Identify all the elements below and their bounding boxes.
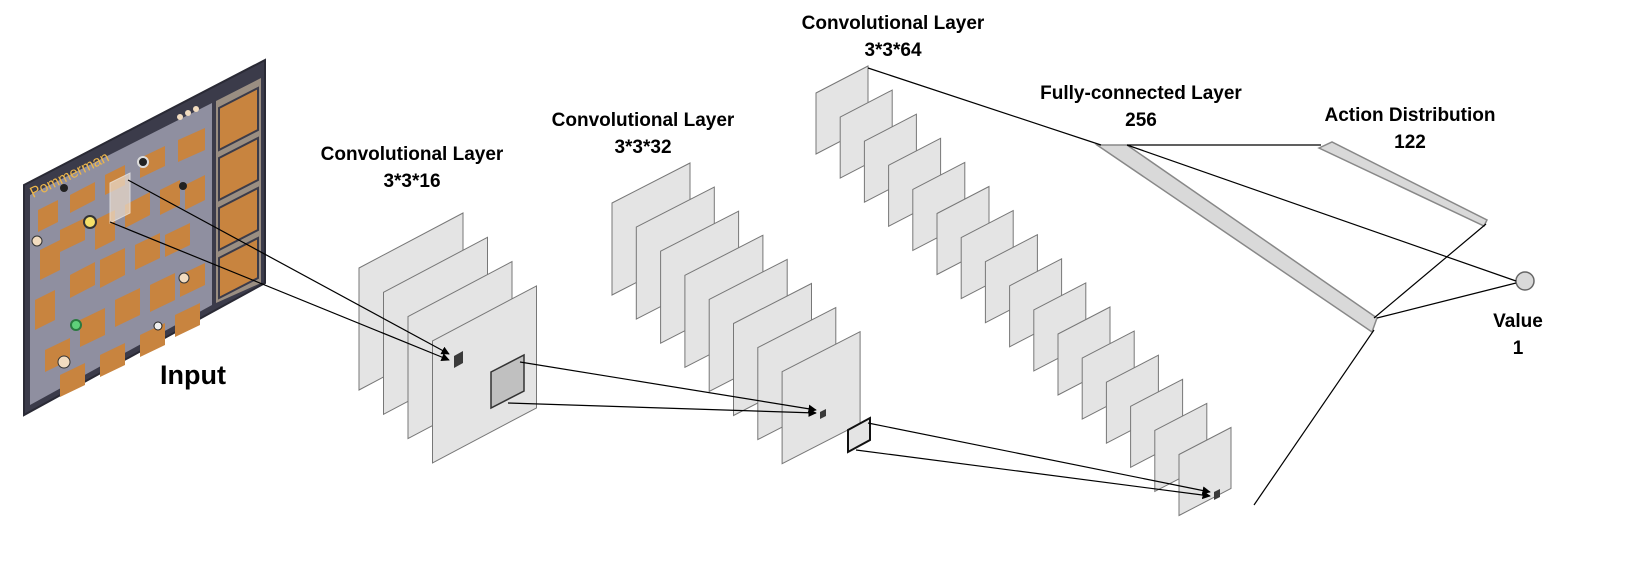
input-highlight-region [109,172,131,224]
board-wood-blocks [35,128,205,397]
input-game-board: Pommerman [23,58,266,417]
conv-layer-2-feature-maps [611,162,861,465]
layer2-kernel-window [847,416,871,454]
layer3-size: 3*3*64 [864,40,921,61]
board-pieces [31,106,199,369]
value-size: 1 [1513,338,1524,359]
conv-layer-1-feature-maps [358,212,537,464]
action-size: 122 [1394,132,1426,153]
layer1-unit [454,351,463,368]
fc-title: Fully-connected Layer [1040,83,1242,104]
layer1-kernel-window [490,353,525,410]
layer1-title: Convolutional Layer [321,144,504,165]
connection-lines [109,67,1517,506]
fc-size: 256 [1125,110,1157,131]
action-distribution-bar [1317,141,1489,227]
layer2-title: Convolutional Layer [552,110,735,131]
conv-layer-3-feature-maps [815,65,1232,517]
action-title: Action Distribution [1325,105,1496,126]
layer2-unit [820,409,826,419]
input-label: Input [160,360,226,390]
layer1-size: 3*3*16 [383,171,440,192]
fully-connected-bar [1094,144,1378,334]
value-node [1515,271,1535,291]
layer3-unit [1214,489,1220,500]
value-title: Value [1493,311,1543,332]
layer2-size: 3*3*32 [614,137,671,158]
layer3-title: Convolutional Layer [802,13,985,34]
receptive-field-marks [454,351,1220,500]
feature-map [432,285,537,464]
